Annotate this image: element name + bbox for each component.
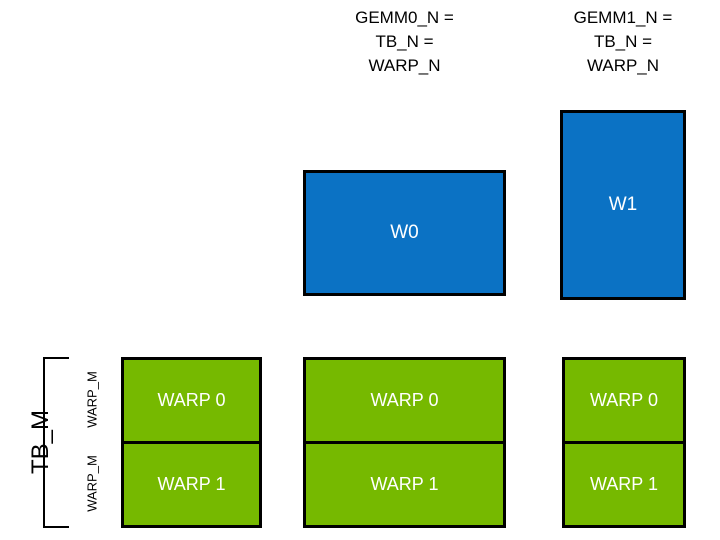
blue-tile-w1-label: W1 bbox=[608, 194, 638, 215]
green-tile-col-a-warp-0: WARP 0 bbox=[121, 357, 262, 444]
green-tile-label: WARP 1 bbox=[370, 474, 439, 494]
tb-m-bracket bbox=[43, 357, 69, 528]
warp-m-label-row1: WARP_M bbox=[84, 455, 100, 512]
green-tile-col-c-warp-0: WARP 0 bbox=[562, 357, 686, 444]
blue-tile-w1: W1 bbox=[560, 110, 686, 300]
blue-tile-w0: W0 bbox=[303, 170, 506, 296]
green-tile-label: WARP 0 bbox=[589, 390, 659, 410]
green-tile-col-b-warp-1: WARP 1 bbox=[303, 441, 506, 528]
tb-m-label: TB_M bbox=[27, 410, 54, 475]
green-tile-col-b-warp-0: WARP 0 bbox=[303, 357, 506, 444]
green-tile-label: WARP 1 bbox=[157, 474, 226, 494]
blue-tile-w0-label: W0 bbox=[390, 222, 419, 243]
green-tile-col-c-warp-1: WARP 1 bbox=[562, 441, 686, 528]
green-tile-label: WARP 0 bbox=[370, 390, 439, 410]
green-tile-col-a-warp-1: WARP 1 bbox=[121, 441, 262, 528]
green-tile-label: WARP 1 bbox=[589, 474, 659, 494]
column-header-gemm0: GEMM0_N = TB_N = WARP_N bbox=[355, 8, 454, 75]
column-header-gemm1: GEMM1_N = TB_N = WARP_N bbox=[573, 8, 673, 75]
green-tile-label: WARP 0 bbox=[157, 390, 226, 410]
